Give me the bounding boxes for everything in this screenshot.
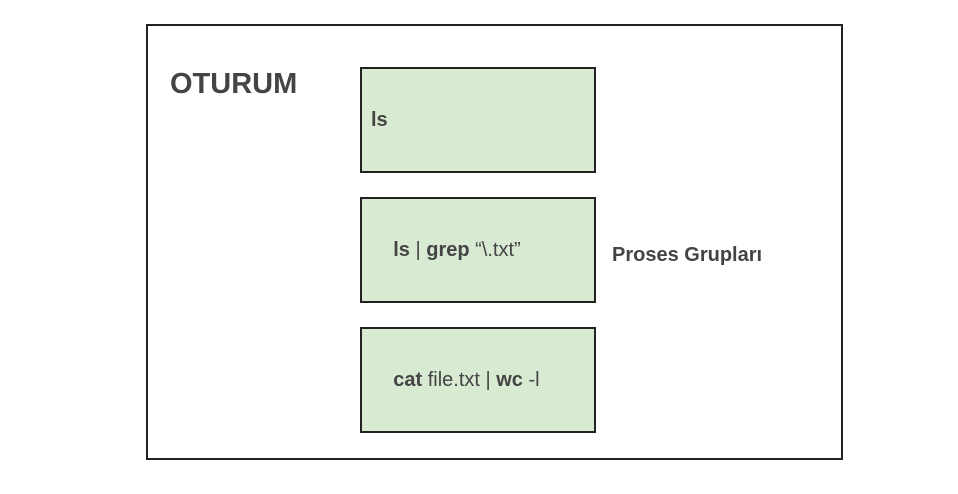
command-line: ls: [371, 109, 388, 132]
process-group-box-3: cat file.txt | wc -l: [360, 327, 596, 433]
command-token: ls: [371, 108, 388, 131]
process-group-box-1: ls: [360, 67, 596, 173]
pipe-token: |: [409, 238, 427, 261]
process-groups-label: Proses Grupları: [612, 244, 763, 266]
command-token: wc: [496, 368, 523, 391]
session-title: OTURUM: [170, 68, 298, 100]
argument-token: “\.txt”: [469, 238, 521, 261]
argument-token: -l: [522, 368, 540, 391]
command-token: grep: [426, 238, 470, 261]
command-token: cat: [393, 368, 423, 391]
process-group-box-2: ls | grep “\.txt”: [360, 197, 596, 303]
command-token: ls: [393, 238, 410, 261]
argument-token: file.txt |: [422, 368, 497, 391]
command-line: cat file.txt | wc -l: [371, 346, 540, 415]
command-line: ls | grep “\.txt”: [371, 216, 521, 285]
